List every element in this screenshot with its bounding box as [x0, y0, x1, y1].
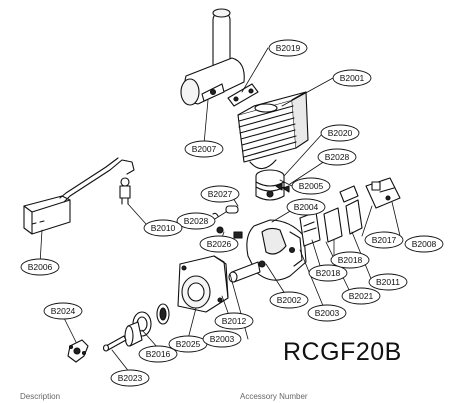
label-b2008: B2008 [412, 239, 437, 249]
label-b2005: B2005 [299, 181, 324, 191]
drive-hub-part [124, 321, 143, 347]
rear-cover-part [177, 255, 229, 313]
footer-description-label: Description [20, 392, 61, 401]
callout-b2024: B2024 [43, 302, 83, 320]
label-b2007: B2007 [192, 144, 217, 154]
callout-b2018b: B2018 [330, 251, 370, 269]
crankshaft-part [228, 261, 261, 283]
label-b2027: B2027 [208, 189, 233, 199]
ignition-coil-part [23, 157, 135, 235]
callout-b2005: B2005 [291, 177, 331, 195]
label-b2004: B2004 [294, 202, 319, 212]
label-b2010: B2010 [151, 223, 176, 233]
callout-b2001: B2001 [332, 69, 372, 87]
callout-b2028b: B2028 [176, 212, 216, 230]
callout-b2003b: B2003 [202, 330, 242, 348]
label-b2021: B2021 [349, 291, 374, 301]
label-b2017: B2017 [372, 235, 397, 245]
callout-b2021: B2021 [341, 287, 381, 305]
carburetor-part [339, 177, 401, 209]
label-b2025: B2025 [176, 339, 201, 349]
callout-b2023: B2023 [110, 369, 150, 387]
exhaust-gasket-part [227, 83, 259, 107]
label-b2018b: B2018 [338, 255, 363, 265]
label-b2002: B2002 [277, 295, 302, 305]
callout-b2017: B2017 [364, 231, 404, 249]
label-b2024: B2024 [51, 306, 76, 316]
callout-b2008: B2008 [404, 235, 444, 253]
footer-accessory-number-label: Accessory Number [240, 392, 308, 401]
label-b2011: B2011 [376, 277, 400, 287]
label-b2018a: B2018 [316, 268, 341, 278]
piston-pin-part [212, 205, 239, 234]
callout-b2011: B2011 [368, 273, 408, 291]
intake-gasket-part [299, 199, 363, 247]
muffler-part [180, 8, 245, 106]
callout-b2002: B2002 [269, 291, 309, 309]
callout-b2012: B2012 [214, 312, 254, 330]
callout-b2028a: B2028 [317, 148, 357, 166]
prop-bolt-part [102, 335, 127, 352]
label-b2006: B2006 [28, 262, 53, 272]
label-b2012: B2012 [222, 316, 247, 326]
label-b2001: B2001 [340, 73, 365, 83]
callout-b2019: B2019 [268, 39, 308, 57]
small-hardware-part [233, 183, 290, 239]
label-b2016: B2016 [146, 349, 171, 359]
callout-b2027: B2027 [200, 185, 240, 203]
label-b2003a: B2003 [315, 308, 340, 318]
callout-b2006: B2006 [20, 258, 60, 276]
label-b2026: B2026 [207, 239, 232, 249]
ignition-module-part [119, 177, 131, 205]
callout-b2026: B2026 [199, 235, 239, 253]
label-b2019: B2019 [276, 43, 301, 53]
crankcase-part [246, 219, 307, 281]
callout-b2018a: B2018 [308, 264, 348, 282]
piston-part [255, 169, 285, 201]
callout-b2025: B2025 [168, 335, 208, 353]
cylinder-part [237, 91, 309, 170]
callout-b2007: B2007 [184, 140, 224, 158]
label-b2020: B2020 [328, 128, 353, 138]
model-title: RCGF20B [283, 338, 402, 366]
label-b2028a: B2028 [325, 152, 350, 162]
callout-b2003a: B2003 [307, 304, 347, 322]
callout-b2020: B2020 [320, 124, 360, 142]
label-b2003b: B2003 [210, 334, 235, 344]
label-b2023: B2023 [118, 373, 143, 383]
callout-b2016: B2016 [138, 345, 178, 363]
label-b2028b: B2028 [184, 216, 209, 226]
callout-b2010: B2010 [143, 219, 183, 237]
callout-b2004: B2004 [286, 198, 326, 216]
prop-washer-part [67, 339, 89, 363]
